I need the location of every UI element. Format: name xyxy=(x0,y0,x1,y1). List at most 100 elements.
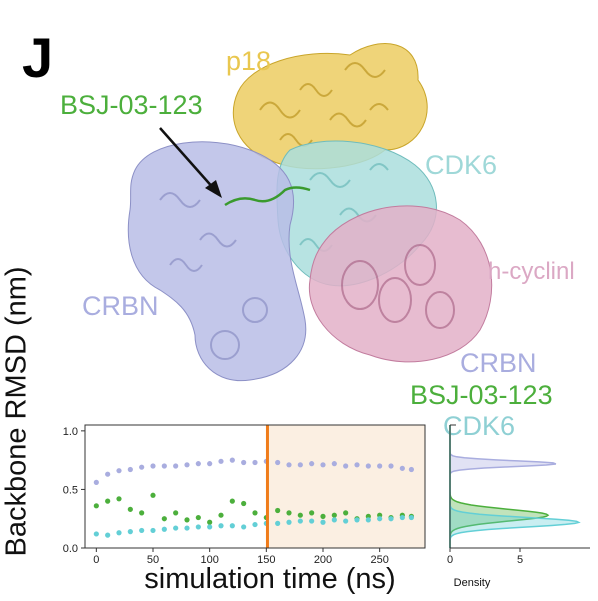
point-cdk6-22 xyxy=(343,518,349,524)
point-crbn-6 xyxy=(161,463,167,469)
legend-crbn: CRBN xyxy=(460,348,537,378)
point-bsj-4 xyxy=(139,510,145,516)
point-crbn-23 xyxy=(354,462,360,468)
crbn-domain xyxy=(127,141,307,382)
point-cdk6-2 xyxy=(116,530,122,536)
point-crbn-27 xyxy=(399,465,405,471)
cyclin-domain xyxy=(308,205,493,363)
point-bsj-10 xyxy=(207,519,213,525)
x-tick-label: 50 xyxy=(147,554,159,565)
point-cdk6-11 xyxy=(218,523,224,529)
point-crbn-14 xyxy=(252,459,258,466)
point-crbn-21 xyxy=(331,461,337,467)
point-cdk6-27 xyxy=(399,514,405,521)
point-crbn-17 xyxy=(286,462,292,468)
point-crbn-28 xyxy=(408,466,414,473)
point-cdk6-5 xyxy=(150,527,156,534)
x-tick-label: 200 xyxy=(314,554,332,565)
x-tick-label: 0 xyxy=(93,554,99,565)
density-x-tick-label: 5 xyxy=(517,554,523,566)
point-crbn-11 xyxy=(218,458,224,464)
point-crbn-18 xyxy=(297,462,303,468)
point-cdk6-26 xyxy=(388,516,394,522)
point-crbn-22 xyxy=(343,463,349,469)
point-crbn-24 xyxy=(365,463,371,469)
point-cdk6-6 xyxy=(161,526,167,532)
arrow-head xyxy=(205,180,222,198)
point-crbn-16 xyxy=(275,459,281,466)
point-crbn-1 xyxy=(105,471,111,477)
point-bsj-0 xyxy=(93,503,99,509)
point-bsj-3 xyxy=(127,506,133,512)
point-cdk6-14 xyxy=(252,521,258,528)
point-crbn-2 xyxy=(116,468,122,474)
ligand-structure xyxy=(224,186,311,207)
ligand-arrow xyxy=(159,127,216,191)
label-p18: p18 xyxy=(226,46,272,76)
point-bsj-12 xyxy=(229,498,235,504)
point-bsj-17 xyxy=(286,510,292,516)
y-tick-label: 1.0 xyxy=(63,426,78,438)
point-cdk6-23 xyxy=(354,517,360,523)
point-cdk6-10 xyxy=(207,524,213,530)
point-bsj-1 xyxy=(105,498,111,504)
label-cdk6: CDK6 xyxy=(425,150,498,180)
plot-frame xyxy=(84,424,426,549)
point-bsj-19 xyxy=(309,510,315,516)
point-crbn-13 xyxy=(241,459,247,466)
y-tick-label: 0.5 xyxy=(63,484,78,496)
point-cdk6-21 xyxy=(331,517,337,523)
x-tick-label: 100 xyxy=(200,554,218,565)
point-bsj-5 xyxy=(150,492,156,498)
label-bsj-03-123: BSJ-03-123 xyxy=(60,90,203,120)
legend-bsj-03-123: BSJ-03-123 xyxy=(410,380,553,410)
point-bsj-21 xyxy=(331,512,337,518)
point-cdk6-3 xyxy=(127,529,133,535)
point-cdk6-8 xyxy=(184,525,190,531)
point-cdk6-24 xyxy=(365,517,371,523)
point-cdk6-12 xyxy=(229,523,235,529)
point-bsj-2 xyxy=(116,496,122,502)
point-cdk6-0 xyxy=(93,531,99,537)
point-cdk6-18 xyxy=(297,518,303,524)
point-bsj-14 xyxy=(252,510,258,516)
point-crbn-7 xyxy=(173,463,179,469)
label-crbn: CRBN xyxy=(82,291,159,321)
density-cdk6 xyxy=(449,425,581,548)
point-bsj-18 xyxy=(297,512,303,518)
point-cdk6-1 xyxy=(105,532,111,538)
point-crbn-12 xyxy=(229,457,235,463)
point-crbn-20 xyxy=(320,462,326,468)
point-crbn-19 xyxy=(309,461,315,467)
point-crbn-10 xyxy=(207,461,213,467)
point-crbn-5 xyxy=(150,463,156,469)
point-bsj-16 xyxy=(275,507,281,514)
label-cyclin: h-cyclinl xyxy=(488,258,575,285)
density-x-tick-label: 0 xyxy=(447,554,453,566)
point-bsj-7 xyxy=(173,510,179,516)
point-crbn-9 xyxy=(195,461,201,467)
point-crbn-8 xyxy=(184,462,190,468)
point-bsj-11 xyxy=(218,512,224,518)
point-cdk6-28 xyxy=(408,514,414,521)
point-cdk6-25 xyxy=(377,516,383,522)
point-bsj-8 xyxy=(184,517,190,523)
point-cdk6-9 xyxy=(195,524,201,530)
point-cdk6-19 xyxy=(309,518,315,524)
panel-letter: J xyxy=(22,26,54,89)
point-bsj-22 xyxy=(343,510,349,516)
shaded-region xyxy=(267,425,425,548)
legend-cdk6: CDK6 xyxy=(443,411,516,441)
point-cdk6-13 xyxy=(241,524,247,530)
point-bsj-9 xyxy=(195,514,201,521)
point-crbn-3 xyxy=(127,466,133,473)
point-crbn-4 xyxy=(139,464,145,470)
protein-structure-image xyxy=(127,43,493,382)
point-cdk6-7 xyxy=(173,525,179,531)
point-bsj-6 xyxy=(161,516,167,522)
point-cdk6-16 xyxy=(275,520,281,526)
x-axis-label: simulation time (ns) xyxy=(144,563,396,595)
x-tick-label: 150 xyxy=(257,554,275,565)
point-cdk6-4 xyxy=(139,527,145,534)
